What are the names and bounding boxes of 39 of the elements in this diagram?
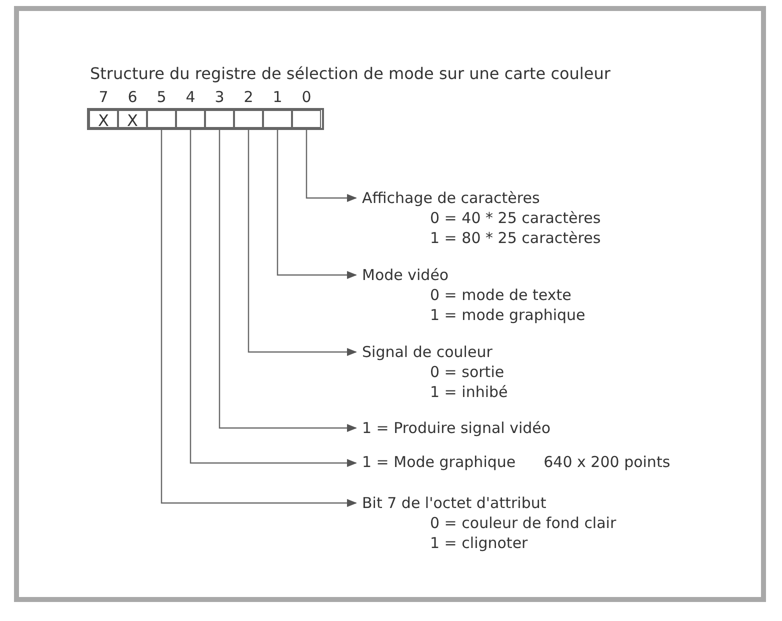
description-heading: Mode vidéo	[362, 265, 450, 285]
description-heading: 1 = Mode graphique	[362, 453, 516, 471]
value-line: 640 x 200 points	[544, 453, 670, 471]
value-line: 1 = 80 * 25 caractères	[430, 228, 601, 248]
register-cell: X	[118, 110, 147, 128]
description-heading: 1 = Produire signal vidéo	[362, 418, 551, 438]
bit-number: 7	[98, 88, 110, 106]
register-cell	[263, 110, 292, 128]
arrow	[218, 130, 357, 432]
description-heading: Affichage de caractères	[362, 188, 541, 208]
value-line: 1 = clignoter	[430, 533, 529, 553]
value-line: 1 = mode graphique	[430, 305, 586, 325]
value-line: 0 = sortie	[430, 362, 506, 382]
register-cell	[205, 110, 234, 128]
bit-number: 1	[272, 88, 284, 106]
value-line: 1 = inhibé	[430, 382, 508, 402]
bit-number: 3	[214, 88, 226, 106]
bit-number: 2	[242, 88, 254, 106]
register-cell: X	[89, 110, 118, 128]
bit-number: 4	[184, 88, 196, 106]
arrow	[160, 130, 357, 507]
description-heading: Signal de couleur	[362, 342, 494, 362]
value-line: 0 = 40 * 25 caractères	[430, 208, 601, 228]
register-box	[87, 108, 324, 130]
arrow	[276, 130, 357, 279]
arrow	[306, 130, 357, 202]
description-heading: Bit 7 de l'octet d'attribut	[362, 493, 548, 513]
register-cell	[234, 110, 263, 128]
register-cell	[292, 110, 321, 128]
value-line: 0 = couleur de fond clair	[430, 513, 616, 533]
arrow	[248, 130, 357, 356]
register-cell	[147, 110, 176, 128]
diagram-title: Structure du registre de sélection de mode sur une carte couleur	[90, 64, 610, 83]
bit-number: 5	[156, 88, 168, 106]
bit-number: 0	[300, 88, 312, 106]
bit-number: 6	[126, 88, 138, 106]
register-cell	[176, 110, 205, 128]
arrow	[190, 130, 357, 467]
value-line: 0 = mode de texte	[430, 285, 572, 305]
